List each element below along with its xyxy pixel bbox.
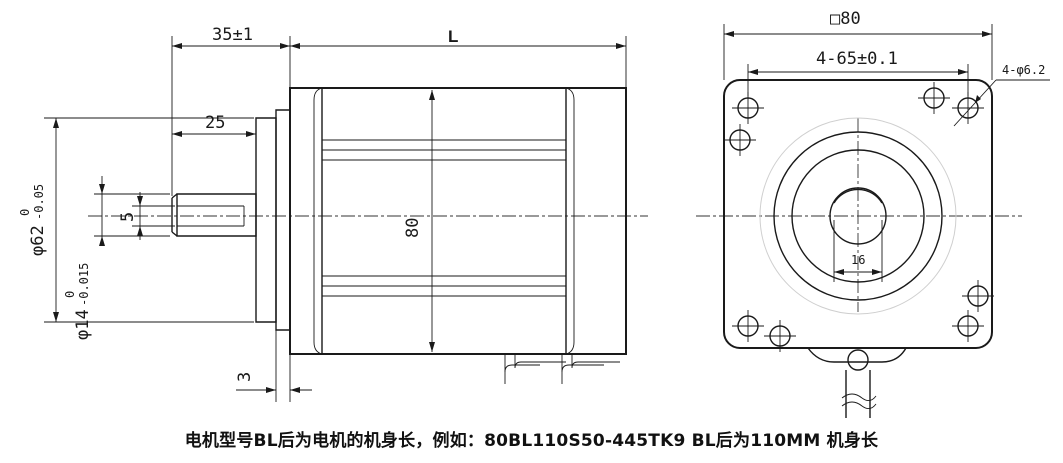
bolt-hole xyxy=(952,310,984,342)
dim-body-height: 80 xyxy=(403,90,435,352)
shaft-dia-label: φ14 xyxy=(73,309,93,340)
body-length-label: L xyxy=(448,27,458,46)
bolt-hole xyxy=(732,92,764,124)
pilot-tol-lower: -0.05 xyxy=(32,184,46,220)
cable-boss xyxy=(807,347,907,418)
drawing-caption: 电机型号BL后为电机的机身长，例如：80BL110S50-445TK9 BL后为… xyxy=(184,431,879,451)
side-view: 35±1 L 25 5 xyxy=(18,25,648,402)
motor-body xyxy=(289,87,627,355)
bolt-hole xyxy=(952,92,984,124)
dim-flange-thickness: 3 xyxy=(235,330,312,402)
dim-pilot-dia xyxy=(44,117,254,323)
flange xyxy=(255,109,291,331)
bolt-hole xyxy=(764,320,796,352)
bolt-hole xyxy=(918,82,950,114)
shaft-length-label: 25 xyxy=(205,113,225,133)
flange-thickness-label: 3 xyxy=(235,372,255,382)
dim-square-size: □80 xyxy=(723,9,993,80)
shaft xyxy=(171,193,257,237)
shaft-tol-lower: -0.015 xyxy=(77,263,91,306)
dim-bolt-spacing: 4-65±0.1 xyxy=(747,49,969,96)
shaft-flat-label: 16 xyxy=(851,253,865,267)
pilot-dia-text: φ62 0 -0.05 xyxy=(18,184,48,256)
bolt-hole xyxy=(724,124,756,156)
bolt-hole xyxy=(962,280,994,312)
dim-flat-width: 5 xyxy=(118,192,175,240)
dim-body-length: L xyxy=(290,27,627,88)
pilot-dia-label: φ62 xyxy=(28,225,48,256)
bolt-spacing-label: 4-65±0.1 xyxy=(816,49,898,69)
shaft-dia-text: φ14 0 -0.015 xyxy=(63,263,93,340)
front-view: □80 4-65±0.1 4-φ6.2 16 xyxy=(696,9,1050,418)
dim-shaft-length: 25 xyxy=(172,113,257,194)
dim-shaft-dia xyxy=(94,176,170,246)
flat-width-label: 5 xyxy=(118,212,138,222)
flange-offset-label: 35±1 xyxy=(212,25,253,45)
bolt-hole xyxy=(732,310,764,342)
dim-flange-offset: 35±1 xyxy=(171,25,291,196)
hole-spec-label: 4-φ6.2 xyxy=(1002,63,1045,77)
body-height-label: 80 xyxy=(403,218,423,238)
cable-outlets xyxy=(504,354,620,384)
dim-hole-spec: 4-φ6.2 xyxy=(953,63,1050,127)
dim-shaft-flat: 16 xyxy=(833,220,883,282)
pilot-tol-upper: 0 xyxy=(18,209,32,216)
shaft-tol-upper: 0 xyxy=(63,291,77,298)
square-size-label: □80 xyxy=(830,9,861,29)
square-flange xyxy=(723,79,993,349)
bolt-holes xyxy=(724,82,994,352)
